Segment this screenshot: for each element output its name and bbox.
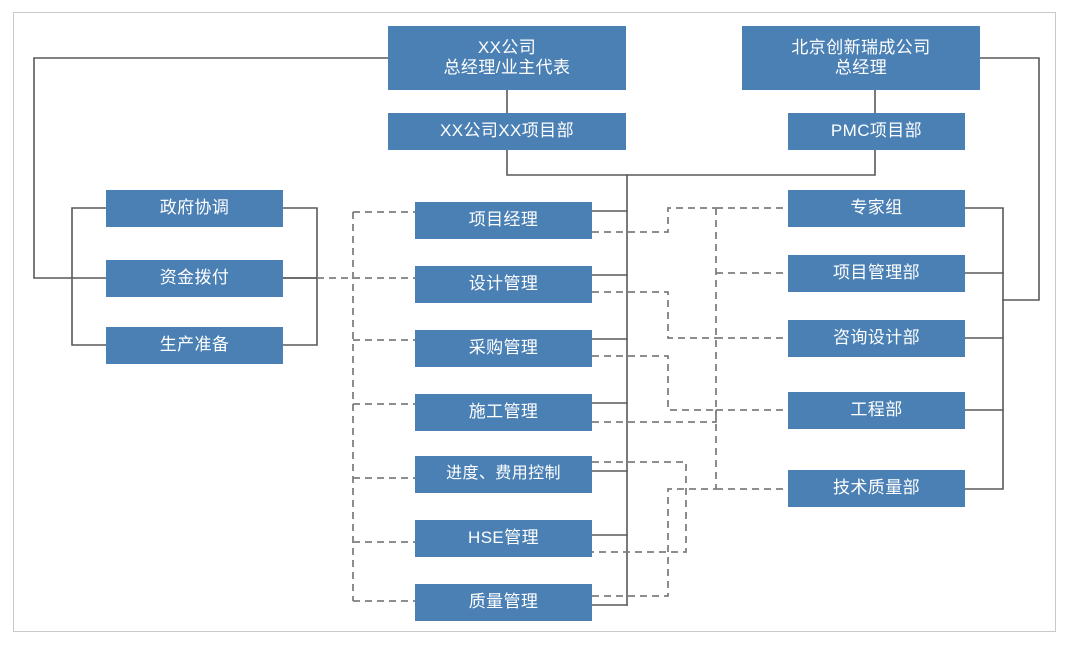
node-owner-gm-line2: 总经理/业主代表 <box>443 58 571 77</box>
node-mid-0[interactable]: 项目经理 <box>415 202 592 239</box>
node-right-3[interactable]: 工程部 <box>788 392 965 429</box>
node-mid-6[interactable]: 质量管理 <box>415 584 592 621</box>
node-pmc-gm-line1: 北京创新瑞成公司 <box>791 37 931 57</box>
node-mid-5[interactable]: HSE管理 <box>415 520 592 557</box>
node-pmc-gm[interactable]: 北京创新瑞成公司 总经理 <box>742 26 980 90</box>
node-mid-3-label: 施工管理 <box>468 402 539 422</box>
node-left-2[interactable]: 生产准备 <box>106 327 283 364</box>
node-right-0-label: 专家组 <box>850 198 903 218</box>
node-right-2[interactable]: 咨询设计部 <box>788 320 965 357</box>
node-pmc-gm-line2: 总经理 <box>834 58 888 77</box>
node-mid-4-label: 进度、费用控制 <box>446 465 561 483</box>
node-owner-gm-line1: XX公司 <box>477 37 537 57</box>
node-mid-2-label: 采购管理 <box>468 338 539 358</box>
node-right-1[interactable]: 项目管理部 <box>788 255 965 292</box>
node-mid-2[interactable]: 采购管理 <box>415 330 592 367</box>
node-right-1-label: 项目管理部 <box>833 263 920 283</box>
node-owner-project-dept-label: XX公司XX项目部 <box>440 121 574 141</box>
node-right-4[interactable]: 技术质量部 <box>788 470 965 507</box>
node-pmc-project-dept-label: PMC项目部 <box>830 121 923 141</box>
node-mid-5-label: HSE管理 <box>468 528 539 548</box>
node-right-3-label: 工程部 <box>850 400 903 420</box>
diagram-frame <box>13 12 1056 632</box>
node-mid-4[interactable]: 进度、费用控制 <box>415 456 592 493</box>
node-owner-project-dept[interactable]: XX公司XX项目部 <box>388 113 626 150</box>
node-left-2-label: 生产准备 <box>159 335 230 355</box>
node-left-1-label: 资金拨付 <box>159 268 230 288</box>
node-left-0[interactable]: 政府协调 <box>106 190 283 227</box>
node-mid-1[interactable]: 设计管理 <box>415 266 592 303</box>
node-mid-1-label: 设计管理 <box>468 274 539 294</box>
node-right-0[interactable]: 专家组 <box>788 190 965 227</box>
node-left-0-label: 政府协调 <box>159 198 230 218</box>
node-owner-gm[interactable]: XX公司 总经理/业主代表 <box>388 26 626 90</box>
node-pmc-project-dept[interactable]: PMC项目部 <box>788 113 965 150</box>
node-right-2-label: 咨询设计部 <box>833 328 920 348</box>
node-mid-6-label: 质量管理 <box>468 592 539 612</box>
node-mid-3[interactable]: 施工管理 <box>415 394 592 431</box>
node-left-1[interactable]: 资金拨付 <box>106 260 283 297</box>
node-mid-0-label: 项目经理 <box>468 210 539 230</box>
node-right-4-label: 技术质量部 <box>833 478 920 498</box>
